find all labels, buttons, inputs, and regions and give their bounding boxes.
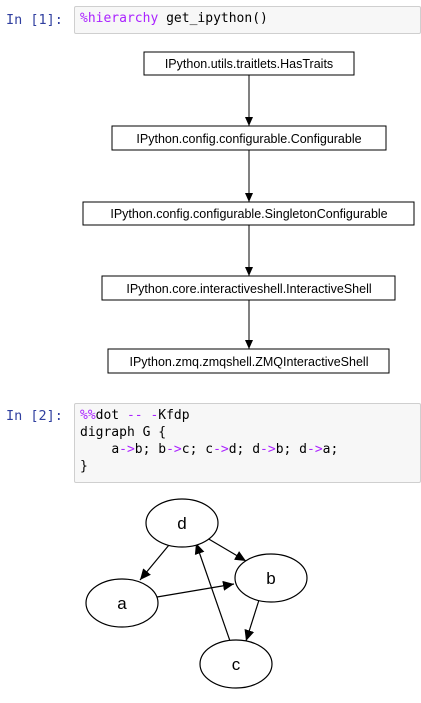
svg-text:IPython.utils.traitlets.HasTra: IPython.utils.traitlets.HasTraits xyxy=(165,57,333,71)
hierarchy-diagram: IPython.utils.traitlets.HasTraits IPytho… xyxy=(82,51,415,374)
graph-node-c: c xyxy=(199,639,273,689)
edge-a-b xyxy=(156,580,235,598)
svg-text:IPython.zmq.zmqshell.ZMQIntera: IPython.zmq.zmqshell.ZMQInteractiveShell xyxy=(130,355,369,369)
svg-text:d: d xyxy=(177,514,186,533)
hierarchy-node: IPython.zmq.zmqshell.ZMQInteractiveShell xyxy=(107,348,390,374)
code-line-1: %%dot -- -Kfdp xyxy=(80,408,190,423)
graph-node-a: a xyxy=(85,578,159,628)
code-line-4: } xyxy=(80,459,88,474)
graph-node-b: b xyxy=(234,553,308,603)
code-line-3: a->b; b->c; c->d; d->b; d->a; xyxy=(111,442,339,457)
svg-text:IPython.config.configurable.Si: IPython.config.configurable.SingletonCon… xyxy=(110,207,387,221)
code-line-2: digraph G { xyxy=(80,425,167,440)
svg-text:c: c xyxy=(232,655,241,674)
edge-d-a xyxy=(139,544,170,581)
hierarchy-node: IPython.config.configurable.SingletonCon… xyxy=(82,201,415,226)
graph-node-d: d xyxy=(145,498,219,548)
hierarchy-node: IPython.core.interactiveshell.Interactiv… xyxy=(101,275,396,301)
edge-b-c xyxy=(244,599,260,642)
cell-1-input[interactable]: %hierarchy get_ipython() xyxy=(74,6,421,34)
cell-1-prompt: In [1]: xyxy=(6,12,63,28)
svg-text:b: b xyxy=(266,569,275,588)
svg-text:IPython.core.interactiveshell.: IPython.core.interactiveshell.Interactiv… xyxy=(126,282,371,296)
magic-command: %hierarchy xyxy=(80,11,159,26)
hierarchy-node: IPython.config.configurable.Configurable xyxy=(111,125,387,151)
digraph-output: d b a c xyxy=(85,498,308,689)
edge-d-b xyxy=(206,537,247,562)
svg-text:IPython.config.configurable.Co: IPython.config.configurable.Configurable xyxy=(136,132,361,146)
hierarchy-node: IPython.utils.traitlets.HasTraits xyxy=(143,51,355,76)
svg-text:a: a xyxy=(117,594,127,613)
edge-c-d xyxy=(194,542,231,642)
cell-2-input[interactable]: %%dot -- -Kfdp digraph G { a->b; b->c; c-… xyxy=(74,403,421,483)
cell-2-prompt: In [2]: xyxy=(6,408,63,424)
magic-argument: get_ipython() xyxy=(158,11,268,26)
